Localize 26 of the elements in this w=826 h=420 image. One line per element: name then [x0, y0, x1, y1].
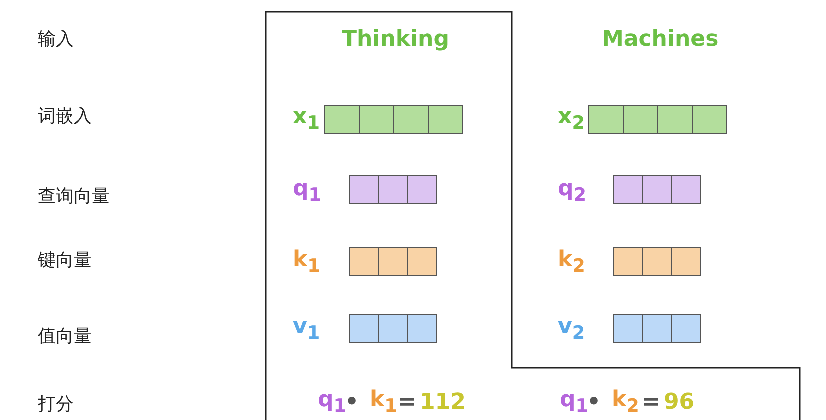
row-label: 词嵌入	[38, 108, 92, 126]
vector-symbol: v$_{1}$	[293, 316, 320, 344]
vector-symbol: q$_{1}$	[293, 178, 322, 206]
vector-symbol: k$_{1}$	[293, 250, 320, 276]
formula-term: k$_{2}$	[612, 390, 640, 416]
column-heading: Thinking	[342, 29, 450, 51]
row-label: 键向量	[38, 252, 92, 270]
formula-term: q$_{1}$	[560, 390, 589, 416]
row-label: 值向量	[38, 328, 92, 346]
vector-symbol: q$_{2}$	[558, 178, 587, 206]
score-value: 96	[664, 392, 695, 414]
vector-symbol: x$_{2}$	[558, 106, 585, 134]
column-heading: Machines	[602, 29, 719, 51]
equals-sign: =	[642, 392, 660, 414]
dot-operator: •	[587, 392, 602, 414]
vector-symbol: k$_{2}$	[558, 250, 586, 276]
vector-symbol: v$_{2}$	[558, 316, 586, 344]
dot-operator: •	[345, 392, 360, 414]
row-label: 打分	[38, 396, 74, 414]
formula-term: k$_{1}$	[370, 390, 398, 416]
vector-symbol: x$_{1}$	[293, 106, 320, 134]
formula-term: q$_{1}$	[318, 390, 347, 416]
row-label: 输入	[38, 31, 74, 49]
row-label: 查询向量	[38, 188, 110, 206]
equals-sign: =	[398, 392, 416, 414]
score-value: 112	[420, 392, 466, 414]
